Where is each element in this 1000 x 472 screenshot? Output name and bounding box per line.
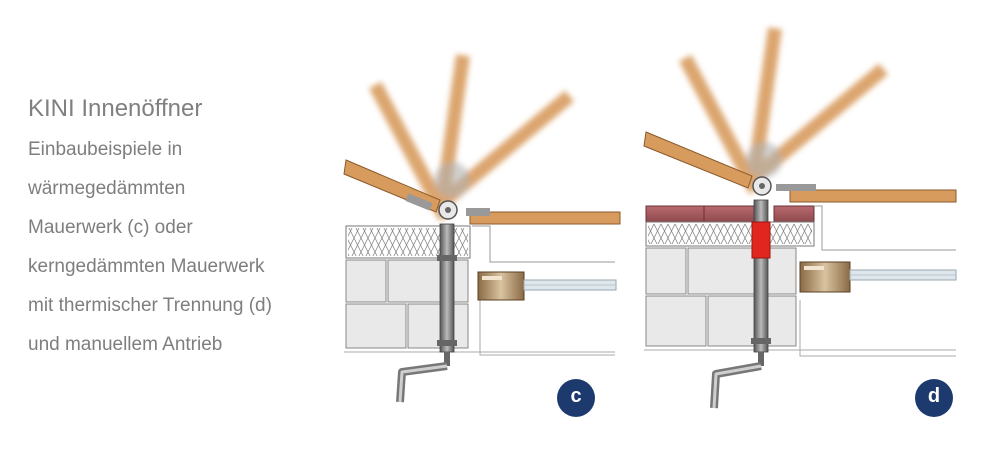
badge-d-label: d [927,385,941,407]
installation-illustration-d: d [640,0,960,467]
badge-d [915,379,953,417]
description-line-1: Einbaubeispiele in [28,139,183,160]
installation-illustration-c: c [340,0,625,467]
description-line-5: mit thermischer Trennung (d) [28,295,272,316]
description-line-4: kerngedämmten Mauerwerk [28,256,265,277]
illustration-d-drawing [643,27,957,417]
badge-c-label: c [570,385,582,407]
description-line-3: Mauerwerk (c) oder [28,217,193,238]
description-line-6: und manuellem Antrieb [28,334,223,355]
illustration-c-drawing [343,54,621,417]
badge-c [557,379,595,417]
description-line-2: wärmegedämmten [28,178,186,199]
product-title: KINI Innenöffner [28,95,203,122]
description-text: KINI Innenöffner Einbaubeispiele in wärm… [28,92,348,364]
